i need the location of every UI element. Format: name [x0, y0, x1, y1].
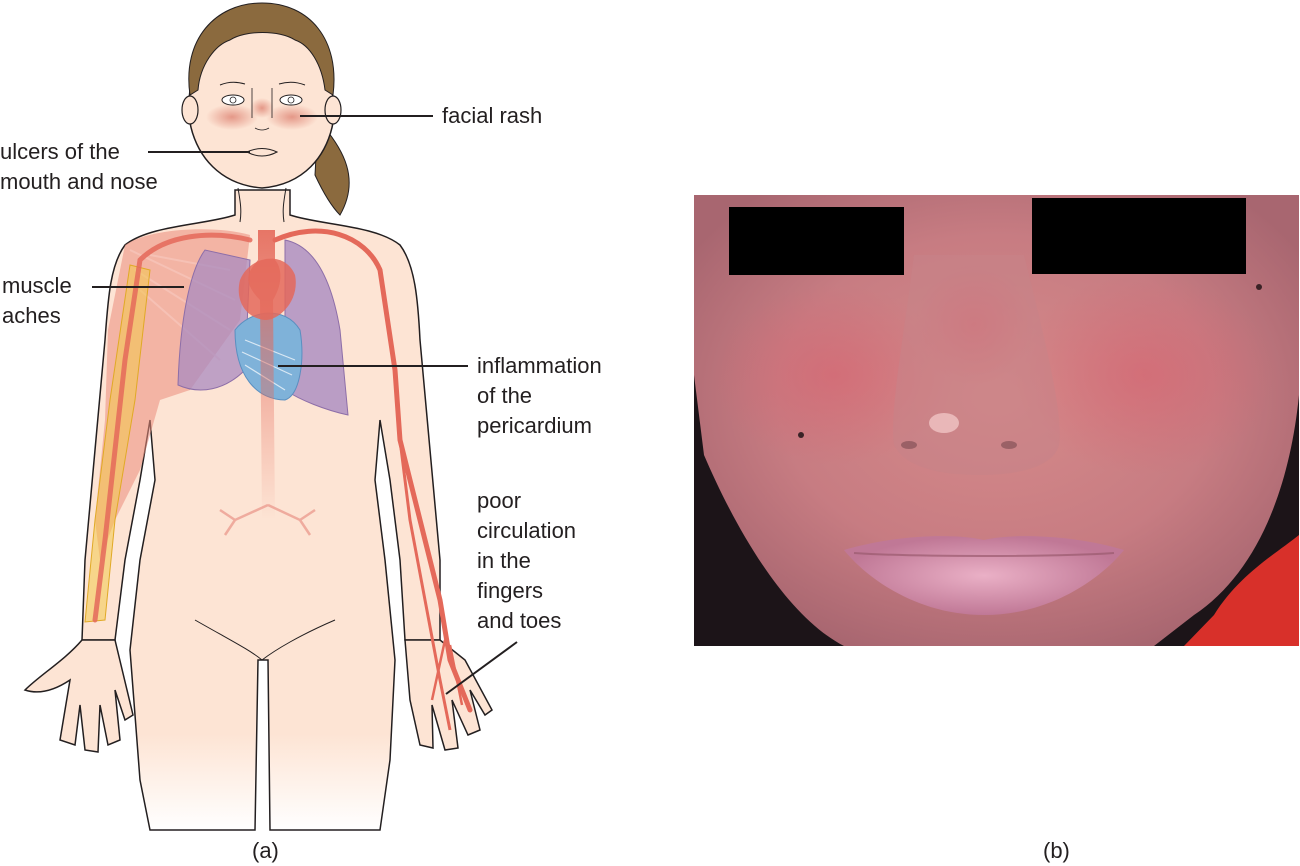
- iliac-branches: [219, 503, 316, 536]
- label-pericardium-line2: of the: [477, 383, 533, 408]
- label-circulation-line1: poor: [477, 488, 522, 513]
- caption-b: (b): [1043, 838, 1070, 863]
- label-pericardium: inflammation of the pericardium: [477, 351, 602, 441]
- rash-right: [266, 104, 318, 130]
- rash-bridge: [250, 98, 274, 118]
- label-pericardium-line3: pericardium: [477, 413, 592, 438]
- lung-left: [177, 249, 251, 391]
- label-circulation-line3: in the: [477, 548, 531, 573]
- label-circulation-line4: fingers: [477, 578, 544, 603]
- label-pericardium-line1: inflammation: [477, 353, 602, 378]
- right-hand: [404, 639, 493, 751]
- artery-left-arm: [92, 232, 253, 623]
- eye-censor-bar-left: [729, 207, 904, 275]
- label-circulation-line5: and toes: [477, 608, 562, 633]
- label-circulation-line2: circulation: [477, 518, 577, 543]
- face-photo: [694, 195, 1299, 646]
- label-muscle-aches: muscle aches: [2, 271, 72, 331]
- label-facial-rash: facial rash: [442, 103, 543, 128]
- label-muscle-line2: aches: [2, 303, 61, 328]
- label-muscle-line1: muscle: [2, 273, 72, 298]
- eye-censor-bar-right: [1032, 198, 1246, 274]
- rash-left: [206, 104, 258, 130]
- heart: [238, 258, 296, 320]
- label-ulcers: ulcers of the mouth and nose: [0, 137, 158, 197]
- label-ulcers-line2: mouth and nose: [0, 169, 158, 194]
- label-ulcers-line1: ulcers of the: [0, 139, 120, 164]
- hair: [188, 2, 335, 96]
- artery-right-arm: [272, 228, 473, 713]
- caption-a: (a): [252, 838, 279, 863]
- label-circulation: poor circulation in the fingers and toes: [477, 486, 576, 636]
- body-illustration: [23, 2, 518, 831]
- leader-circulation: [445, 641, 518, 695]
- left-hand: [23, 639, 134, 753]
